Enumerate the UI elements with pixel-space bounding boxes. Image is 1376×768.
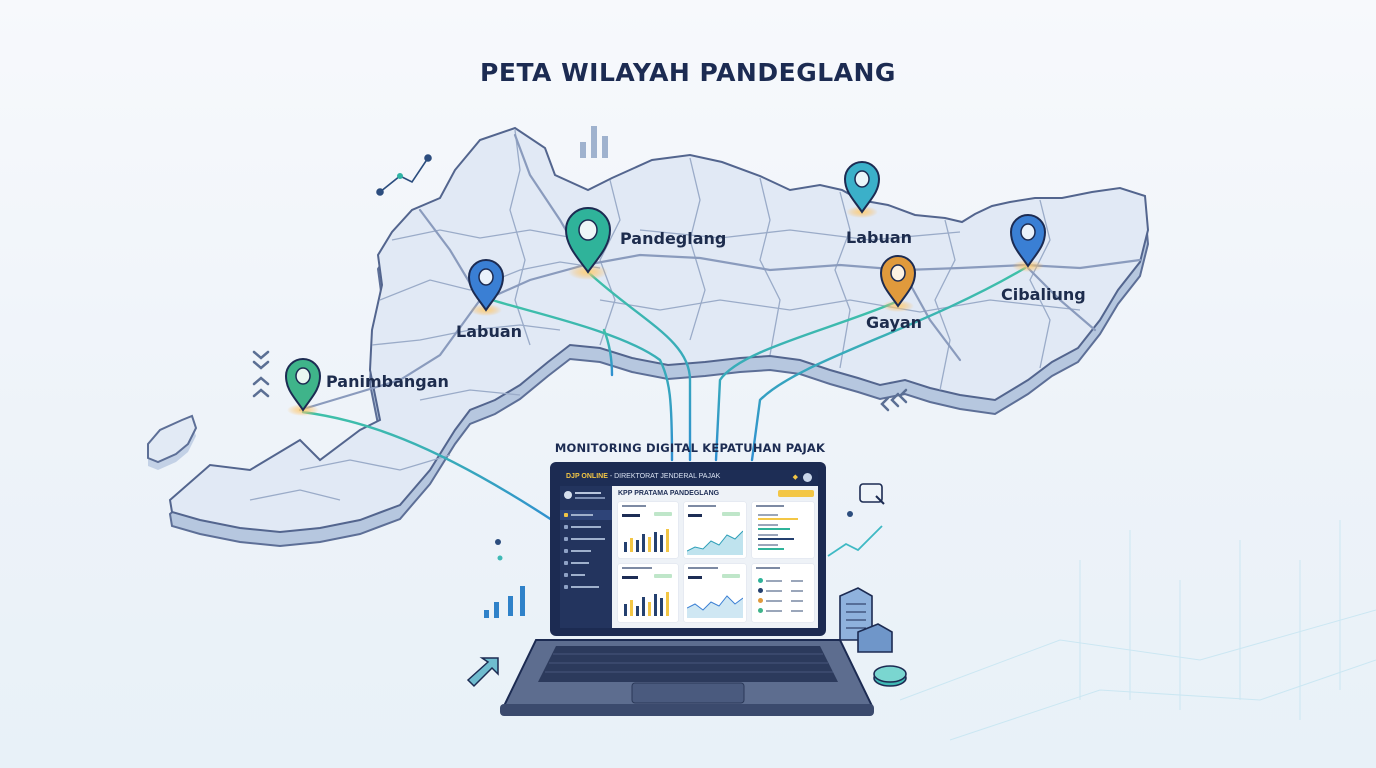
label-labuan-east: Labuan <box>846 228 913 247</box>
page-title: PETA WILAYAH PANDEGLANG <box>480 58 896 87</box>
brand-subtitle: - DIREKTORAT JENDERAL PAJAK <box>607 473 721 480</box>
pin-labuan-east <box>843 161 881 218</box>
pin-labuan-west <box>467 259 505 316</box>
stat-card <box>618 502 678 558</box>
profile-line <box>575 492 601 494</box>
sidebar-item[interactable] <box>560 510 612 520</box>
pin-pandeglang <box>564 207 612 280</box>
area-chart-icon <box>687 595 743 618</box>
label-cibaliung: Cibaliung <box>1001 285 1086 304</box>
mini-bars-icon <box>484 539 525 618</box>
label-gayan: Gayan <box>866 313 923 332</box>
data-routes <box>301 266 1027 524</box>
sidebar-item[interactable] <box>560 522 612 532</box>
background-network <box>899 520 1376 741</box>
pin-gayan <box>879 255 917 312</box>
sidebar-profile <box>564 490 608 504</box>
bell-icon[interactable]: ◆ <box>792 474 798 481</box>
profile-avatar <box>564 491 572 499</box>
stat-card <box>684 564 746 622</box>
sidebar-item[interactable] <box>560 546 612 556</box>
report-icon <box>859 483 885 505</box>
trend-up-icon <box>827 511 883 557</box>
chevron-left-icon <box>880 388 908 412</box>
label-labuan-west: Labuan <box>456 322 523 341</box>
island-west <box>147 414 198 470</box>
stat-card <box>618 564 678 622</box>
brand-name: DJP ONLINE <box>566 473 608 480</box>
sidebar-item[interactable] <box>560 558 612 568</box>
bar-chart-icon <box>580 126 608 158</box>
arrow-up-right-icon <box>466 657 499 688</box>
dashboard-action-button[interactable] <box>778 490 814 497</box>
avatar[interactable] <box>803 473 812 482</box>
buildings-icon <box>839 587 893 653</box>
sidebar-item[interactable] <box>560 582 612 592</box>
dashboard-topbar: DJP ONLINE - DIREKTORAT JENDERAL PAJAK ◆ <box>560 470 818 486</box>
stat-card <box>684 502 746 558</box>
trend-line-icon <box>376 154 432 196</box>
label-pandeglang: Pandeglang <box>620 229 727 248</box>
dashboard-screen: DJP ONLINE - DIREKTORAT JENDERAL PAJAK ◆… <box>560 470 818 628</box>
dashboard-heading: KPP PRATAMA PANDEGLANG <box>618 490 720 497</box>
laptop-caption: MONITORING DIGITAL KEPATUHAN PAJAK <box>554 441 826 455</box>
dashboard-brand: DJP ONLINE - DIREKTORAT JENDERAL PAJAK <box>566 473 720 480</box>
bar-chart-icon <box>624 590 669 616</box>
dashboard-sidebar <box>560 486 612 628</box>
stat-card <box>752 564 814 622</box>
sidebar-item[interactable] <box>560 534 612 544</box>
label-panimbangan: Panimbangan <box>326 372 449 391</box>
area-chart-icon <box>687 530 743 555</box>
pin-cibaliung <box>1009 214 1047 272</box>
chevron-stack-icon <box>252 350 270 398</box>
stat-card <box>752 502 814 558</box>
sidebar-item[interactable] <box>560 570 612 580</box>
coin-icon <box>873 665 907 687</box>
pin-panimbangan <box>284 358 322 416</box>
bar-chart-icon <box>624 526 669 552</box>
profile-line <box>575 497 605 499</box>
